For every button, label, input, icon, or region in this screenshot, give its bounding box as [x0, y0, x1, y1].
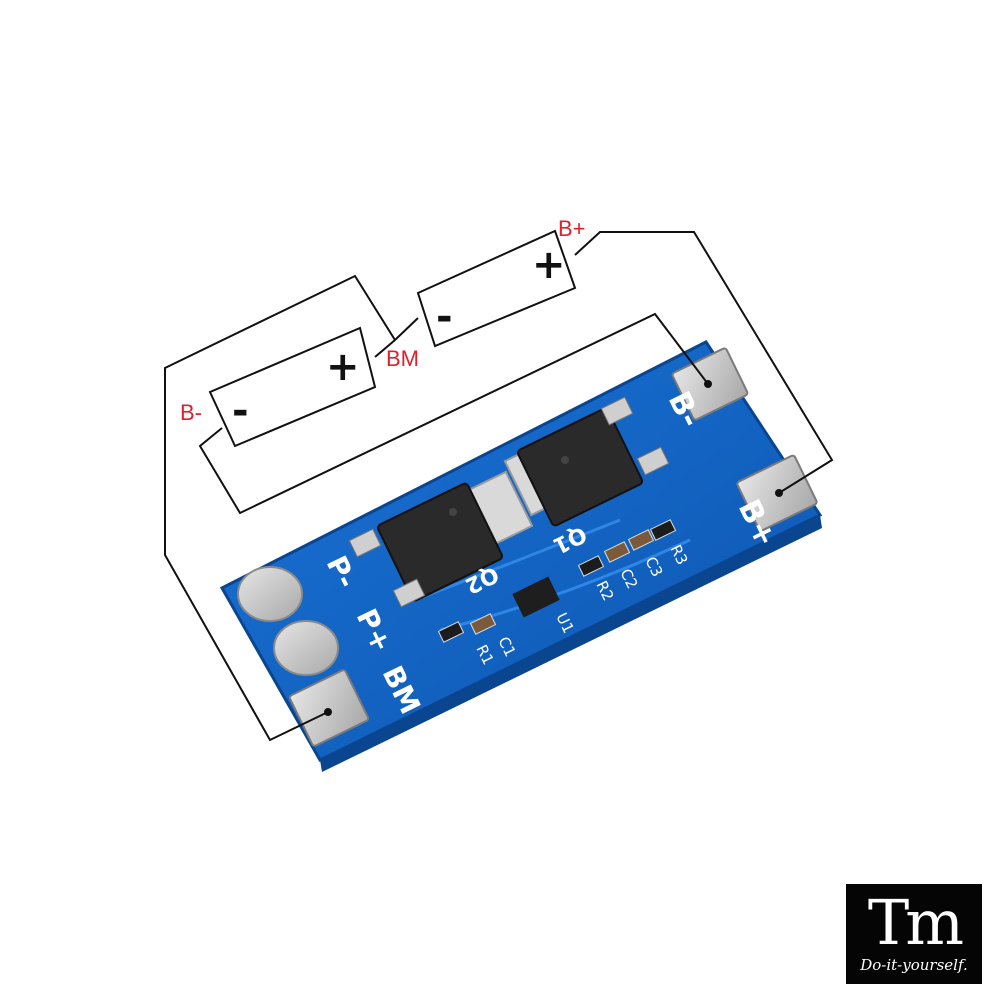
mosfet-q2 [348, 470, 534, 608]
cell-upper-plus: + [532, 242, 566, 288]
cell-upper-minus: - [436, 294, 453, 340]
ic-u1 [512, 576, 560, 618]
logo-mark: Tm [867, 886, 964, 959]
capacitor-c3 [627, 529, 655, 551]
callout-b-plus: B+ [558, 216, 586, 241]
resistor-r3 [649, 519, 677, 541]
wire-b-minus [198, 312, 712, 515]
pcb-board [219, 340, 823, 772]
wire-b-plus [574, 231, 834, 497]
callout-bm: BM [386, 346, 419, 371]
battery-cell-upper: + - [416, 229, 577, 348]
logo-tagline: Do-it-yourself. [860, 956, 968, 974]
brand-logo: Tm Do-it-yourself. [846, 884, 982, 984]
resistor-r1 [437, 621, 465, 643]
capacitor-c2 [603, 541, 631, 563]
cell-lower-plus: + [326, 344, 360, 390]
mosfet-q1 [503, 396, 670, 527]
battery-cell-lower: + - [208, 326, 377, 448]
capacitor-c1 [469, 613, 497, 635]
cell-lower-minus: - [232, 388, 249, 434]
wire-bm-to-pad [164, 274, 396, 742]
pad-p-minus [237, 566, 303, 622]
pad-p-plus [273, 620, 339, 676]
callout-b-minus: B- [180, 400, 202, 425]
resistor-r2 [577, 555, 605, 577]
pad-bm [288, 669, 370, 747]
